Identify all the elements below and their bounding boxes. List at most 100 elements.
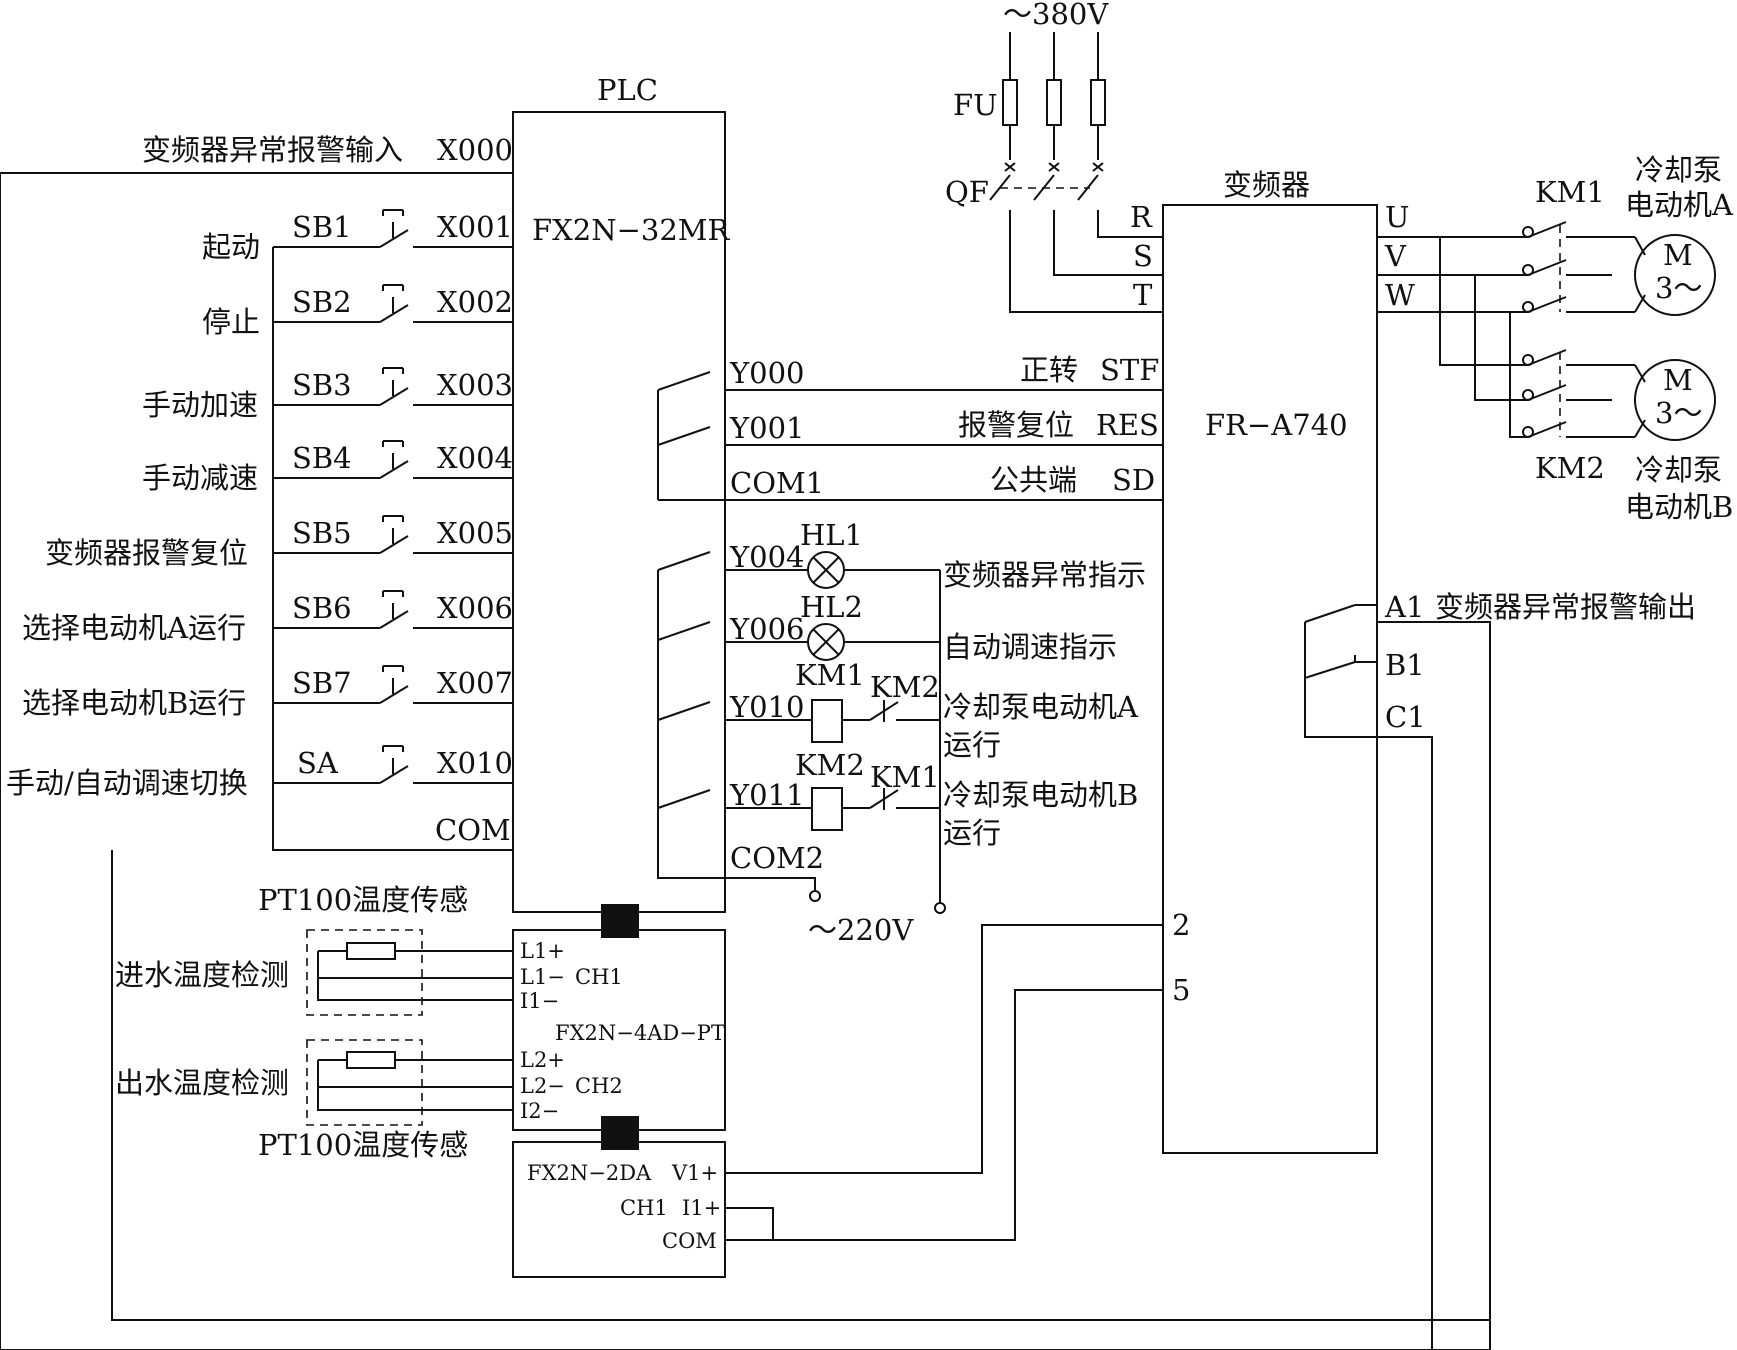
ad-l1p: L1+ bbox=[520, 939, 565, 963]
output-y004: Y004 bbox=[729, 540, 805, 574]
motor-a-label-1: 冷却泵 bbox=[1635, 153, 1722, 187]
terminal-t: T bbox=[1133, 278, 1153, 312]
input-wires bbox=[273, 246, 513, 784]
input-switch-sb6: SB6 bbox=[292, 591, 352, 625]
breaker-label: QF bbox=[945, 175, 989, 209]
nc-km2-label: KM2 bbox=[870, 670, 940, 704]
input-desc-x001: 起动 bbox=[202, 230, 260, 264]
res-desc: 报警复位 bbox=[958, 408, 1074, 442]
input-desc-x004: 手动减速 bbox=[142, 461, 258, 495]
input-terminal-x004: X004 bbox=[437, 441, 513, 475]
input-switch-sb5: SB5 bbox=[292, 516, 352, 550]
hl1-label: HL1 bbox=[800, 518, 863, 552]
da-com: COM bbox=[662, 1229, 717, 1253]
da-ch1: CH1 bbox=[620, 1196, 668, 1220]
motor-km1-label: KM1 bbox=[1535, 175, 1605, 209]
fault-indicator-label: 变频器异常指示 bbox=[943, 558, 1146, 592]
output-y006: Y006 bbox=[729, 612, 805, 646]
plc-model: FX2N−32MR bbox=[532, 213, 730, 247]
supply-220-label: ～220V bbox=[808, 913, 914, 947]
input-terminal-x005: X005 bbox=[437, 516, 513, 550]
output-com2: COM2 bbox=[730, 841, 824, 875]
ad-l1m: L1− bbox=[520, 965, 565, 989]
input-switch-sb1: SB1 bbox=[292, 210, 352, 244]
output-y001: Y001 bbox=[729, 411, 805, 445]
input-desc-x000: 变频器异常报警输入 bbox=[142, 133, 403, 167]
ad-model: FX2N−4AD−PT bbox=[555, 1021, 725, 1045]
output-y000: Y000 bbox=[729, 356, 805, 390]
stf-label: STF bbox=[1100, 353, 1159, 387]
motor-a-phase: 3～ bbox=[1655, 271, 1702, 305]
input-terminal-x006: X006 bbox=[437, 591, 513, 625]
inverter-model: FR−A740 bbox=[1205, 408, 1348, 442]
terminal-2: 2 bbox=[1172, 908, 1190, 942]
res-label: RES bbox=[1096, 408, 1159, 442]
input-switch-sb7: SB7 bbox=[292, 666, 352, 700]
output-y011: Y011 bbox=[729, 778, 805, 812]
motor-b-label-2: 电动机B bbox=[1625, 490, 1733, 524]
input-terminal-x010: X010 bbox=[437, 746, 513, 780]
motor-a-label-2: 电动机A bbox=[1625, 188, 1734, 222]
input-switch-sb3: SB3 bbox=[292, 368, 352, 402]
plc-title: PLC bbox=[597, 73, 658, 107]
input-desc-x002: 停止 bbox=[202, 305, 260, 339]
output-y010: Y010 bbox=[729, 690, 805, 724]
motor-a-run-label-1: 冷却泵电动机A bbox=[943, 690, 1139, 724]
sd-label: SD bbox=[1112, 463, 1155, 497]
plc-box bbox=[512, 111, 726, 913]
motor-a-run-label-2: 运行 bbox=[943, 728, 1001, 762]
terminal-u: U bbox=[1385, 200, 1409, 234]
input-desc-x010: 手动/自动调速切换 bbox=[6, 766, 248, 800]
input-switch-sb2: SB2 bbox=[292, 285, 352, 319]
hl2-label: HL2 bbox=[800, 590, 863, 624]
ad-ch2: CH2 bbox=[575, 1074, 623, 1098]
nc-km1-label: KM1 bbox=[870, 760, 940, 794]
auto-speed-indicator-label: 自动调速指示 bbox=[943, 630, 1117, 664]
terminal-5: 5 bbox=[1172, 973, 1190, 1007]
motor-b-label-1: 冷却泵 bbox=[1635, 453, 1722, 487]
terminal-a1: A1 bbox=[1384, 590, 1424, 624]
fuse-label: FU bbox=[953, 88, 998, 122]
outlet-label: 出水温度检测 bbox=[115, 1066, 289, 1100]
inlet-label: 进水温度检测 bbox=[115, 958, 289, 992]
input-switches bbox=[379, 209, 409, 784]
da-i1p: I1+ bbox=[682, 1196, 721, 1220]
input-desc-x003: 手动加速 bbox=[142, 388, 258, 422]
da-v1p: V1+ bbox=[671, 1161, 718, 1185]
terminal-b1: B1 bbox=[1385, 648, 1425, 682]
ad-ch1: CH1 bbox=[575, 965, 623, 989]
terminal-r: R bbox=[1130, 200, 1153, 234]
da-model: FX2N−2DA bbox=[527, 1161, 652, 1185]
bus-connector-1 bbox=[601, 904, 639, 938]
ad-l2m: L2− bbox=[520, 1074, 565, 1098]
terminal-s: S bbox=[1133, 239, 1153, 273]
labels: ～380V FU QF PLC FX2N−32MR 变频器异常报警输入 X000… bbox=[6, 0, 1734, 1253]
input-switch-sb4: SB4 bbox=[292, 441, 352, 475]
da-module-box bbox=[512, 1141, 726, 1278]
sensor-bottom-label: PT100温度传感 bbox=[258, 1128, 468, 1162]
inverter-title: 变频器 bbox=[1223, 168, 1310, 202]
bus-connector-2 bbox=[601, 1116, 639, 1150]
sd-desc: 公共端 bbox=[990, 463, 1077, 497]
terminal-c1: C1 bbox=[1385, 700, 1426, 734]
sensor-top-label: PT100温度传感 bbox=[258, 883, 468, 917]
coil-km2-label: KM2 bbox=[795, 748, 865, 782]
input-terminal-x002: X002 bbox=[437, 285, 513, 319]
wires bbox=[0, 32, 1716, 1350]
input-com-label: COM bbox=[435, 813, 511, 847]
ad-i1m: I1− bbox=[520, 989, 559, 1013]
motor-b-symbol: M bbox=[1663, 363, 1693, 397]
supply-380-label: ～380V bbox=[1003, 0, 1109, 31]
motor-km2-label: KM2 bbox=[1535, 451, 1605, 485]
motor-b-phase: 3～ bbox=[1655, 396, 1702, 430]
output-com1: COM1 bbox=[730, 466, 824, 500]
alarm-output-label: 变频器异常报警输出 bbox=[1435, 590, 1696, 624]
ad-i2m: I2− bbox=[520, 1099, 559, 1123]
motor-b-run-label-1: 冷却泵电动机B bbox=[943, 778, 1138, 812]
input-terminal-x000: X000 bbox=[437, 133, 513, 167]
input-desc-x005: 变频器报警复位 bbox=[45, 536, 248, 570]
inverter-box bbox=[1162, 204, 1378, 1154]
motor-b-run-label-2: 运行 bbox=[943, 816, 1001, 850]
terminal-v: V bbox=[1384, 239, 1407, 273]
